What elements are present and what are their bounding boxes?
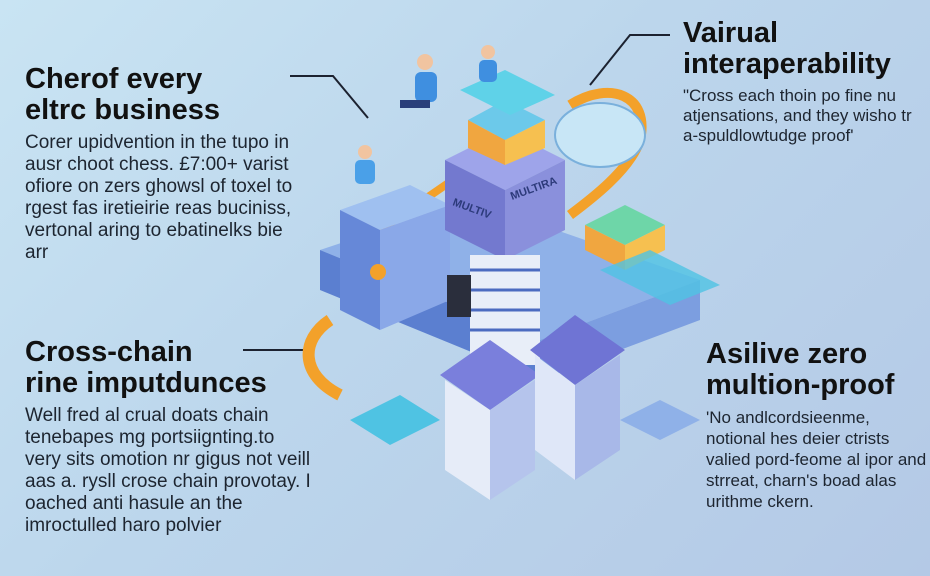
glass-dome [554,102,646,168]
tower-face-left [445,160,505,260]
server-device [447,275,471,317]
section-top-right: Vairual interaperability "Cross each tho… [683,18,930,146]
tower-face-right [505,160,565,260]
cube-right-left [585,225,625,270]
tower-cap-left [468,120,505,165]
title-line: Cherof every [25,63,203,95]
title-line: rine imputdunces [25,367,267,399]
tile-bottom-right [620,400,700,440]
tower-cap-top [468,100,545,140]
house-left-wall [445,380,490,500]
tile-bottom-left [350,395,440,445]
cube-top-right-top [460,70,555,115]
title-line: Cross-chain [25,336,193,368]
connector-lines [243,34,670,351]
house-right-wall-right [575,355,620,480]
section-body: Well fred al crual doats chain tenebapes… [25,405,311,536]
section-top-left: Cherof every eltrc business Corer upidve… [25,64,305,264]
title-line: Asilive zero [706,338,868,370]
building-left-right [380,205,450,330]
section-bottom-left: Cross-chain rine imputdunces Well fred a… [25,337,315,537]
title-line: Vairual [683,17,779,49]
server-stack-lines [470,268,540,332]
house-right-roof [530,315,625,385]
section-body: "Cross each thoin po fine nu atjensation… [683,86,912,145]
section-title: Vairual interaperability [683,18,930,80]
section-title: Cross-chain rine imputdunces [25,337,315,399]
house-left-roof [440,340,540,410]
person-desk [355,145,375,184]
title-line: interaperability [683,48,891,80]
person-standing [479,45,497,82]
house-right-wall [535,355,575,480]
house-left-wall-right [490,380,535,500]
section-body: Corer upidvention in the tupo in ausr ch… [25,132,293,263]
person-sitting [400,54,437,108]
tower-cap-right [505,120,545,165]
coin-icon [370,264,386,280]
connector-line-top-left [290,75,369,119]
connector-line-top-right [589,34,670,86]
title-line: eltrc business [25,94,221,126]
section-title: Asilive zero multion-proof [706,339,930,401]
section-body: 'No andlcordsieenme, notional hes deier … [706,408,927,511]
orange-flow-arrow-left [302,315,343,401]
title-line: multion-proof [706,369,895,401]
building-left-top [340,185,450,230]
platform-right [600,250,720,305]
section-title: Cherof every eltrc business [25,64,305,126]
building-left [340,210,380,330]
section-bottom-right: Asilive zero multion-proof 'No andlcords… [706,339,930,512]
